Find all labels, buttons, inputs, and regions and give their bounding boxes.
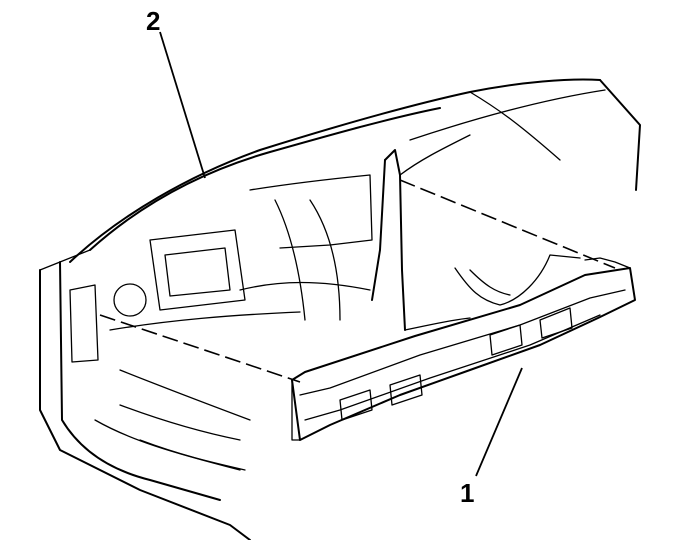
instrument-panel-carrier bbox=[291, 254, 636, 441]
callout-2: 2 bbox=[146, 6, 160, 36]
leader-line-2 bbox=[159, 31, 206, 179]
installation-guide-lines bbox=[99, 179, 616, 383]
callout-1: 1 bbox=[460, 478, 474, 508]
vehicle-body-shell bbox=[39, 78, 641, 540]
leader-line-1 bbox=[475, 367, 523, 477]
leader-lines bbox=[159, 31, 523, 477]
